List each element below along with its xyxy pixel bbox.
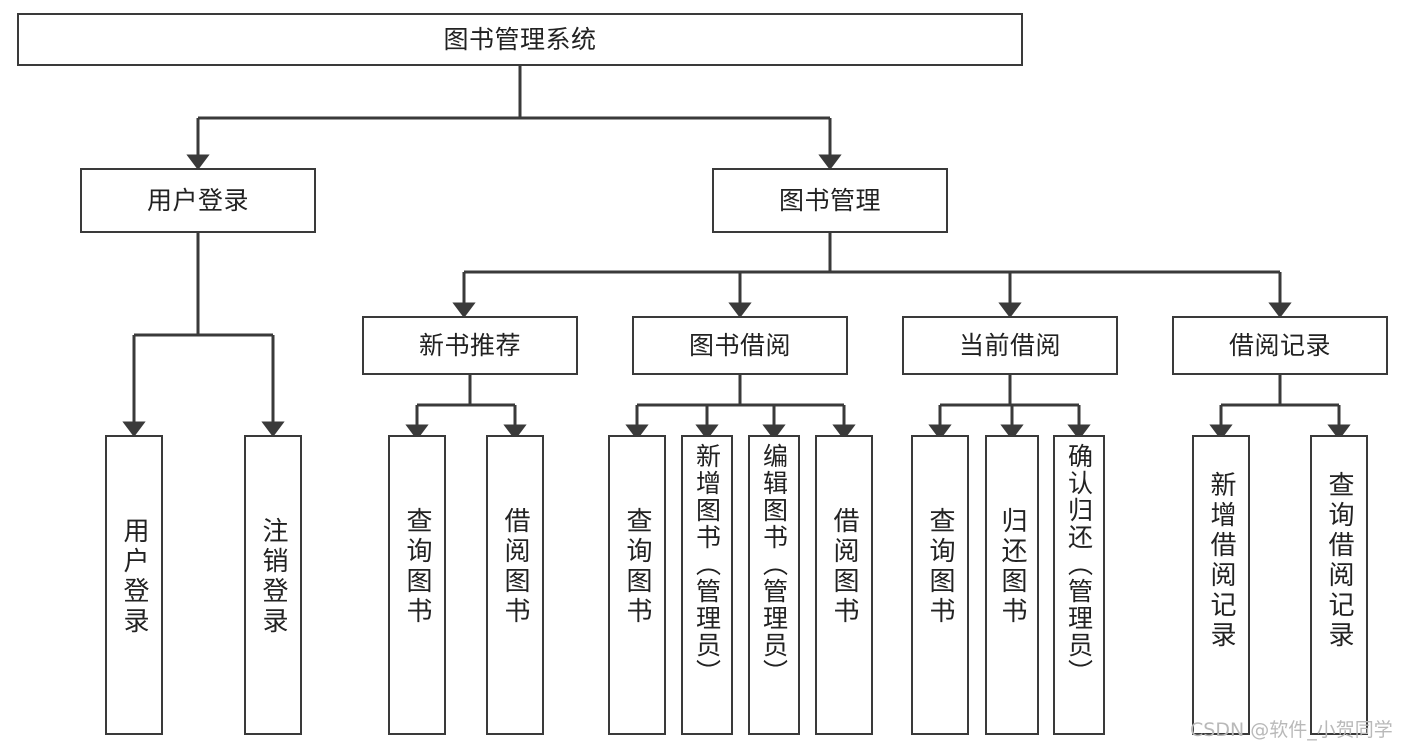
node-root-label: 图书管理系统	[443, 24, 597, 54]
node-leaf-add-book[interactable]: 新增图书（管理员）	[681, 435, 733, 735]
node-leaf-query-record[interactable]: 查询借阅记录	[1310, 435, 1368, 735]
node-leaf-query-book-2-label: 查询图书	[622, 507, 652, 627]
node-leaf-borrow-book-1[interactable]: 借阅图书	[486, 435, 544, 735]
node-user-login-label: 用户登录	[146, 185, 249, 215]
node-leaf-query-book-1[interactable]: 查询图书	[388, 435, 446, 735]
node-user-login[interactable]: 用户登录	[80, 168, 316, 233]
node-leaf-borrow-book-1-label: 借阅图书	[500, 507, 530, 627]
node-new-book-rec-label: 新书推荐	[418, 330, 521, 360]
node-leaf-query-book-1-label: 查询图书	[402, 507, 432, 627]
node-leaf-borrow-book-2[interactable]: 借阅图书	[815, 435, 873, 735]
node-leaf-confirm-return[interactable]: 确认归还（管理员）	[1053, 435, 1105, 735]
node-leaf-query-book-2[interactable]: 查询图书	[608, 435, 666, 735]
node-book-borrow-label: 图书借阅	[688, 330, 791, 360]
node-leaf-user-login[interactable]: 用户登录	[105, 435, 163, 735]
node-leaf-borrow-book-2-label: 借阅图书	[829, 507, 859, 627]
node-leaf-return-book-label: 归还图书	[997, 507, 1027, 627]
node-leaf-query-book-3[interactable]: 查询图书	[911, 435, 969, 735]
node-leaf-user-login-label: 用户登录	[119, 517, 149, 637]
csdn-watermark: CSDN @软件_小贺同学	[1190, 719, 1393, 741]
node-leaf-add-record[interactable]: 新增借阅记录	[1192, 435, 1250, 735]
node-book-manage[interactable]: 图书管理	[712, 168, 948, 233]
node-leaf-query-book-3-label: 查询图书	[925, 507, 955, 627]
node-borrow-record-label: 借阅记录	[1228, 330, 1331, 360]
node-leaf-logout[interactable]: 注销登录	[244, 435, 302, 735]
node-leaf-add-book-label: 新增图书（管理员）	[692, 443, 722, 686]
node-leaf-confirm-return-label: 确认归还（管理员）	[1064, 443, 1094, 686]
node-book-manage-label: 图书管理	[778, 185, 881, 215]
node-root[interactable]: 图书管理系统	[17, 13, 1023, 66]
node-current-borrow[interactable]: 当前借阅	[902, 316, 1118, 375]
node-leaf-edit-book[interactable]: 编辑图书（管理员）	[748, 435, 800, 735]
node-borrow-record[interactable]: 借阅记录	[1172, 316, 1388, 375]
node-leaf-add-record-label: 新增借阅记录	[1206, 471, 1236, 651]
node-current-borrow-label: 当前借阅	[958, 330, 1061, 360]
node-book-borrow[interactable]: 图书借阅	[632, 316, 848, 375]
node-new-book-rec[interactable]: 新书推荐	[362, 316, 578, 375]
node-leaf-return-book[interactable]: 归还图书	[985, 435, 1039, 735]
node-leaf-edit-book-label: 编辑图书（管理员）	[759, 443, 789, 686]
node-leaf-query-record-label: 查询借阅记录	[1324, 471, 1354, 651]
node-leaf-logout-label: 注销登录	[258, 517, 288, 637]
